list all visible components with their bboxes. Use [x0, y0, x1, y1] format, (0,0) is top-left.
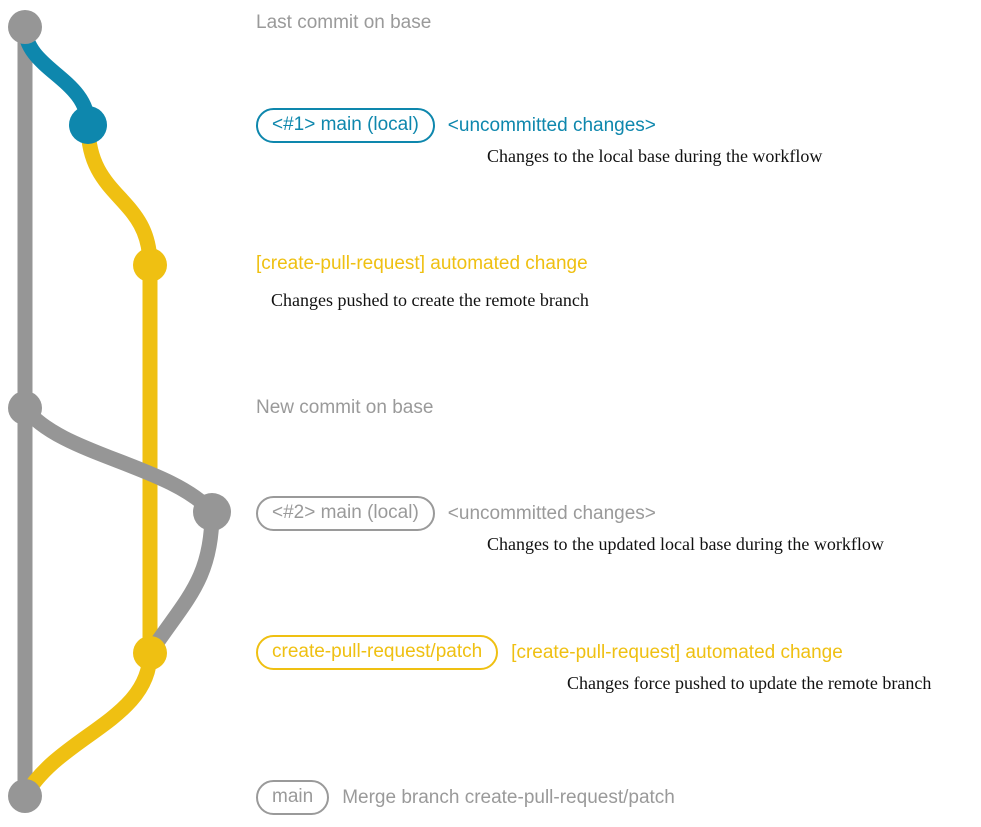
node-local-1[interactable] [69, 106, 107, 144]
commit-subject: New commit on base [256, 397, 434, 418]
node-automated-change-1[interactable] [133, 248, 167, 282]
commit-row-automated-change-2: create-pull-request/patch [create-pull-r… [256, 635, 843, 670]
edge-local2-to-patch [142, 504, 220, 661]
commit-description: Changes to the updated local base during… [487, 534, 884, 554]
node-local-2[interactable] [193, 493, 231, 531]
edge-base-to-local2 [17, 400, 220, 520]
commit-row-merge: main Merge branch create-pull-request/pa… [256, 780, 675, 815]
branch-badge-create-pull-request-patch[interactable]: create-pull-request/patch [256, 635, 499, 670]
branch-badge-main-local-1[interactable]: <#1> main (local) [256, 108, 435, 143]
commit-row-local-1: <#1> main (local) <uncommitted changes> [256, 108, 656, 143]
commit-row-automated-change-1: [create-pull-request] automated change [256, 253, 588, 275]
node-merge-commit[interactable] [8, 779, 42, 813]
commit-description: Changes to the local base during the wor… [487, 146, 823, 166]
node-last-commit-on-base[interactable] [8, 10, 42, 44]
commit-subject: Last commit on base [256, 12, 432, 33]
edge-patch-merge [17, 645, 158, 804]
node-new-commit-on-base[interactable] [8, 391, 42, 425]
commit-description: Changes force pushed to update the remot… [567, 673, 932, 693]
commit-subject: <uncommitted changes> [447, 502, 656, 524]
commit-row-last-commit-on-base: Last commit on base [256, 12, 431, 34]
commit-subject: [create-pull-request] automated change [511, 641, 843, 663]
edge-yellow-from-blue [80, 117, 158, 273]
commit-subject: [create-pull-request] automated change [256, 253, 588, 274]
node-automated-change-2[interactable] [133, 636, 167, 670]
branch-badge-main-local-2[interactable]: <#2> main (local) [256, 496, 435, 531]
commit-subject: <uncommitted changes> [447, 114, 656, 136]
commit-row-new-commit-on-base: New commit on base [256, 397, 433, 419]
commit-subject: Merge branch create-pull-request/patch [342, 786, 675, 808]
commit-row-local-2: <#2> main (local) <uncommitted changes> [256, 496, 656, 531]
branch-badge-main[interactable]: main [256, 780, 330, 815]
commit-description: Changes pushed to create the remote bran… [271, 290, 589, 310]
